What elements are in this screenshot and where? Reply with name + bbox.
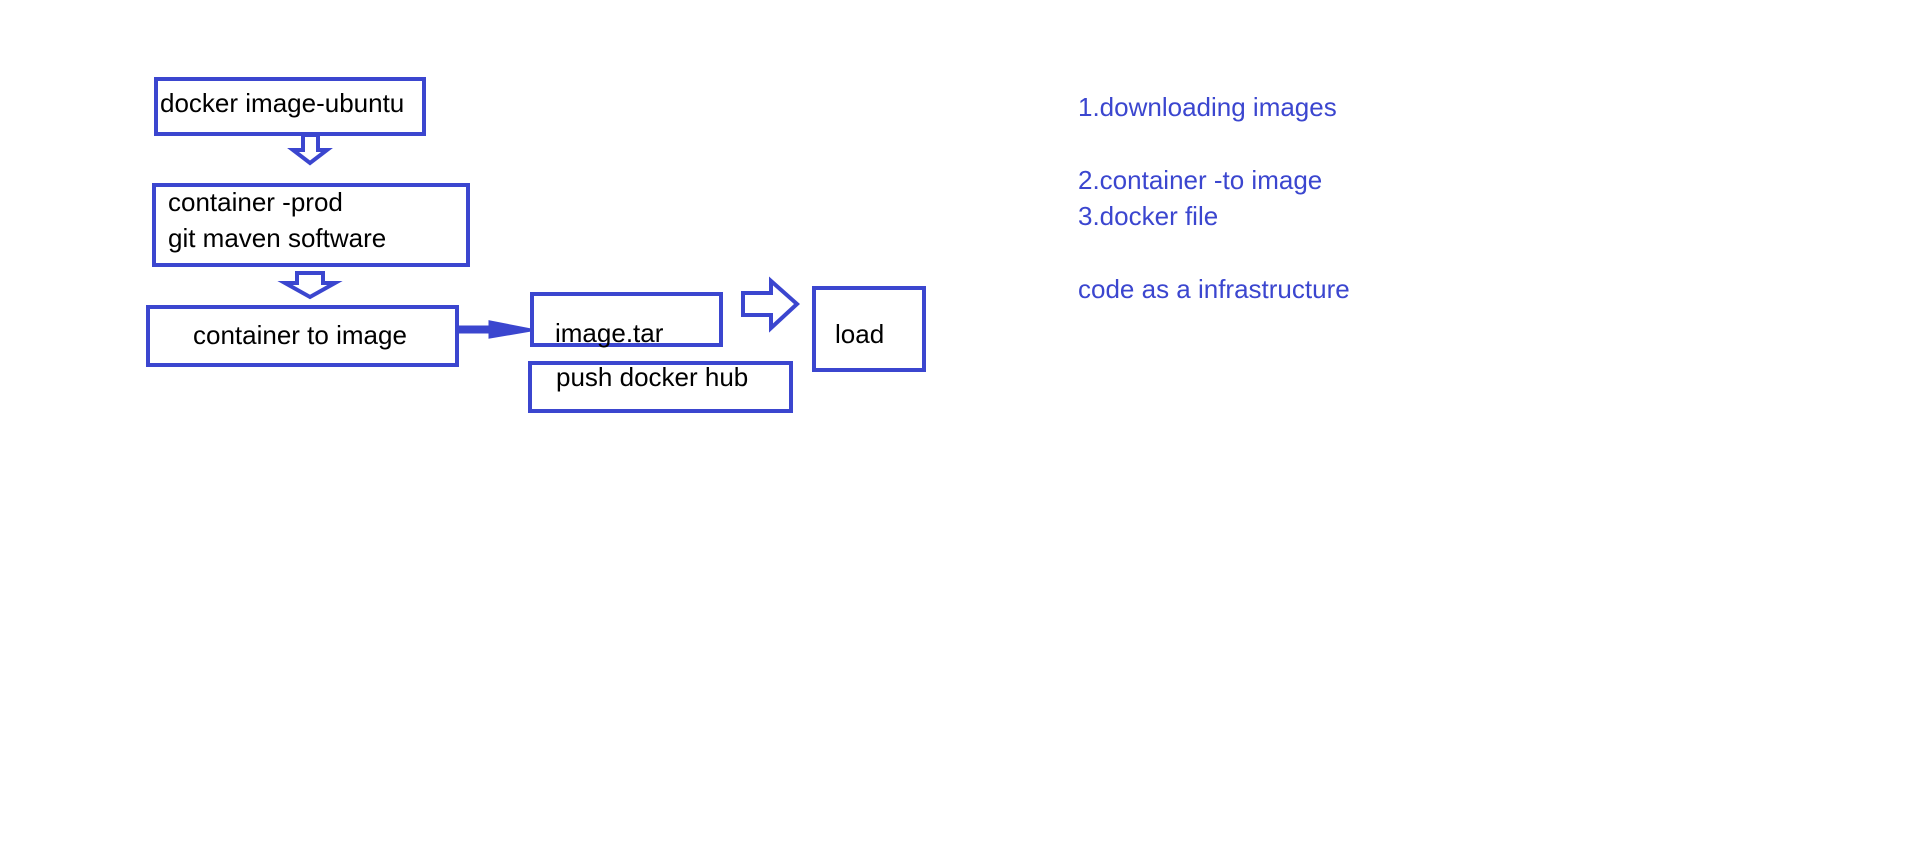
container-prod-label: container -prod bbox=[168, 187, 343, 217]
container-prod-box bbox=[152, 183, 470, 267]
container-prod-sublabel: git maven software bbox=[168, 223, 387, 253]
push-docker-hub-box bbox=[528, 361, 793, 413]
load-box bbox=[812, 286, 926, 372]
load-label: load bbox=[835, 319, 885, 349]
push-docker-hub-label: push docker hub bbox=[556, 362, 749, 392]
docker-image-label: docker image-ubuntu bbox=[160, 88, 405, 118]
note-code-as-infrastructure: code as a infrastructure bbox=[1078, 274, 1350, 304]
down-arrow-2-icon bbox=[277, 271, 343, 300]
note-downloading-images: 1.downloading images bbox=[1078, 92, 1337, 122]
image-tar-box bbox=[530, 292, 723, 347]
down-arrow-1-icon bbox=[287, 133, 333, 166]
note-docker-file: 3.docker file bbox=[1078, 201, 1219, 231]
image-tar-label: image.tar bbox=[555, 318, 664, 348]
container-to-image-box bbox=[146, 305, 459, 367]
docker-image-box bbox=[154, 77, 426, 136]
note-container-to-image: 2.container -to image bbox=[1078, 165, 1323, 195]
right-block-arrow-icon bbox=[741, 276, 800, 333]
right-connector-arrow-icon bbox=[445, 320, 532, 339]
container-to-image-label: container to image bbox=[193, 320, 407, 350]
